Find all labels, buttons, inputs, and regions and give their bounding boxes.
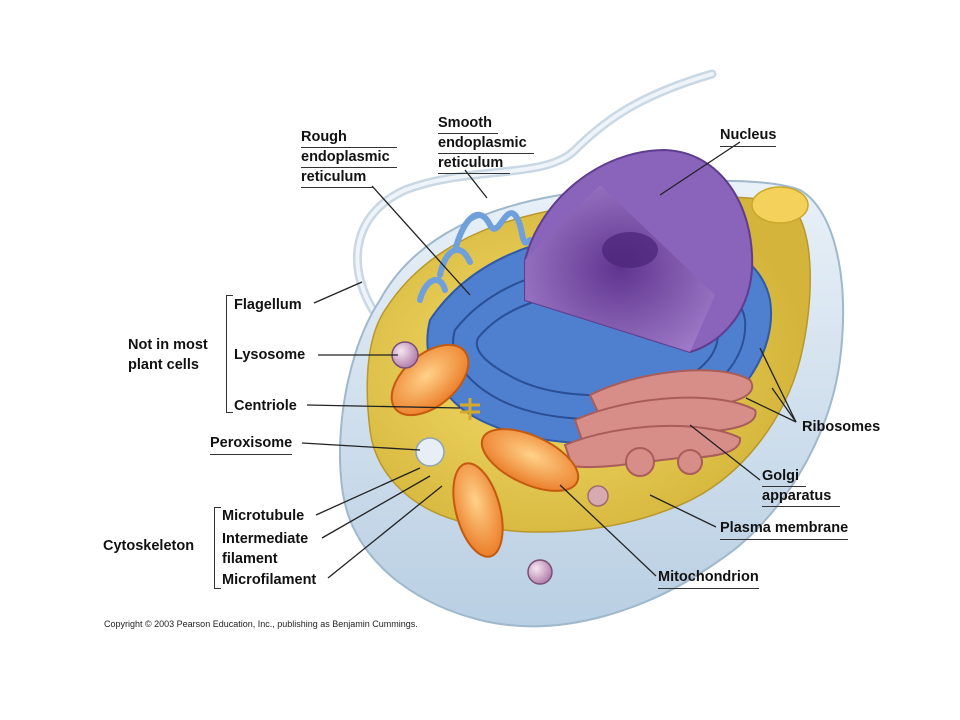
bracket bbox=[226, 295, 233, 413]
label-plasma-membrane: Plasma membrane bbox=[720, 518, 848, 540]
underline bbox=[301, 167, 397, 168]
label-nucleus: Nucleus bbox=[720, 125, 776, 147]
label-not-in-most-plant-cells: Not in most plant cells bbox=[128, 335, 208, 375]
label-centriole: Centriole bbox=[234, 396, 297, 416]
bracket bbox=[214, 507, 221, 589]
copyright-notice: Copyright © 2003 Pearson Education, Inc.… bbox=[104, 619, 418, 629]
label-peroxisome: Peroxisome bbox=[210, 433, 292, 455]
vesicle-shape bbox=[588, 486, 608, 506]
underline bbox=[301, 187, 373, 188]
label-ribosomes: Ribosomes bbox=[802, 417, 880, 437]
label-lysosome: Lysosome bbox=[234, 345, 305, 365]
underline bbox=[438, 153, 534, 154]
label-smooth-er: Smooth endoplasmic reticulum bbox=[438, 113, 527, 173]
underline bbox=[438, 133, 498, 134]
vesicle-shape bbox=[528, 560, 552, 584]
label-microtubule: Microtubule bbox=[222, 506, 304, 526]
label-microfilament: Microfilament bbox=[222, 570, 316, 590]
vesicle-shape bbox=[752, 187, 808, 223]
label-mitochondrion: Mitochondrion bbox=[658, 567, 759, 589]
label-rough-er: Rough endoplasmic reticulum bbox=[301, 127, 390, 187]
underline bbox=[762, 486, 806, 487]
peroxisome-shape bbox=[416, 438, 444, 466]
underline bbox=[438, 173, 510, 174]
underline bbox=[762, 506, 840, 507]
label-cytoskeleton: Cytoskeleton bbox=[103, 536, 194, 556]
label-intermediate-filament: Intermediate filament bbox=[222, 529, 308, 569]
underline bbox=[301, 147, 397, 148]
label-flagellum: Flagellum bbox=[234, 295, 302, 315]
